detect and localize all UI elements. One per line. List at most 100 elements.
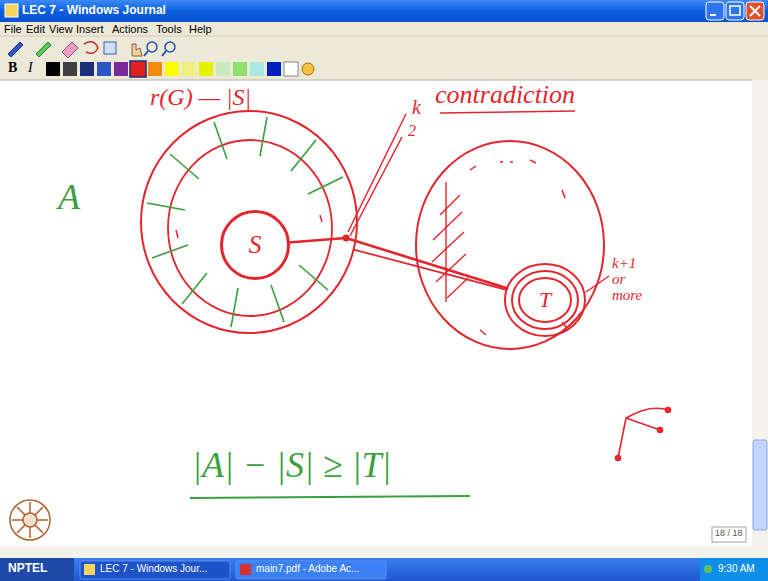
green-spokes (147, 117, 343, 327)
menu-item: Tools (156, 23, 182, 35)
start-area (0, 558, 74, 581)
taskbar-icon (84, 564, 95, 575)
lasso-icon (84, 42, 98, 54)
sketch-dot (658, 428, 663, 433)
outline-ellipse (512, 271, 578, 329)
color-swatch (267, 62, 281, 76)
dash-mark (320, 215, 322, 222)
dash-mark (530, 160, 536, 163)
menu-item: Help (189, 23, 212, 35)
zoom-icon (165, 42, 175, 52)
dash-mark (562, 190, 565, 198)
close-button (746, 2, 764, 20)
menu-item: Insert (76, 23, 104, 35)
bold-button: B (8, 60, 17, 75)
format-toolbar (0, 58, 768, 80)
logo-text: NPTEL (8, 562, 47, 575)
region-ellipse: r(G) — |S|S (140, 110, 358, 334)
spoke-line (170, 154, 199, 179)
highlighter-icon (36, 42, 51, 57)
app-icon (5, 4, 18, 17)
hand-icon (132, 44, 142, 56)
color-swatch (114, 62, 128, 76)
palette-icon (302, 63, 314, 75)
italic-button: I (28, 60, 33, 75)
spoke-line (182, 273, 207, 304)
clock: 9:30 AM (718, 563, 755, 574)
taskbar-button (236, 561, 386, 579)
count-label: 2 (408, 122, 416, 140)
dash-marks (176, 160, 567, 335)
menu-item: View (49, 23, 73, 35)
inequality: |A| − |S| ≥ |T| (192, 446, 391, 486)
system-tray (700, 558, 768, 581)
menu-item: Edit (26, 23, 45, 35)
node-outline (140, 110, 358, 334)
sketch-path (618, 408, 668, 458)
hatch-line (440, 195, 460, 215)
insert-icon (104, 42, 116, 54)
sketch-dot (616, 456, 621, 461)
toolbar-divider (0, 36, 768, 37)
color-swatch (130, 61, 146, 77)
vertical-scrollbar (752, 80, 768, 546)
connector-line (354, 250, 507, 290)
window-title: LEC 7 - Windows Journal (22, 4, 166, 17)
spoke-line (260, 117, 267, 156)
hatch-line (447, 278, 468, 298)
sketch-dot (666, 408, 671, 413)
outline-ellipse (222, 212, 289, 279)
zoom-icon (162, 51, 166, 56)
menu-item: Actions (112, 23, 148, 35)
color-swatch (46, 62, 60, 76)
dash-mark (176, 230, 178, 238)
spoke-line (308, 177, 343, 194)
inner-ring (168, 140, 332, 316)
color-swatch (148, 62, 162, 76)
nptel-logo (10, 500, 50, 540)
spoke-line (271, 285, 284, 322)
close-glyph (750, 6, 760, 16)
hatch-line (445, 182, 446, 302)
title-bar (0, 0, 768, 22)
page-number: 18 / 18 (715, 529, 743, 539)
zoom-icon (144, 51, 148, 56)
spoke-line (299, 265, 328, 290)
spoke-line (147, 203, 185, 210)
menu-bar (0, 22, 768, 36)
region-heading: r(G) — |S| (150, 84, 251, 110)
page-indicator (712, 527, 746, 542)
logo-center (23, 513, 37, 527)
maximize-button (726, 2, 744, 20)
maximize-glyph (730, 6, 740, 15)
spoke-line (231, 288, 238, 327)
color-palette (46, 61, 314, 77)
set-name: S (249, 231, 262, 260)
hatch-line (432, 232, 464, 262)
small-sketch (616, 408, 671, 461)
outline-ellipse (505, 264, 585, 336)
minimize-button (706, 2, 724, 20)
spoke-line (291, 140, 316, 171)
logo-spokes (12, 502, 48, 538)
eraser-icon (62, 42, 78, 58)
hatch-line (433, 212, 462, 240)
taskbar (0, 558, 768, 581)
dash-mark (510, 161, 513, 163)
taskbar-icon (240, 564, 251, 575)
underline (190, 496, 470, 498)
dash-mark (470, 166, 476, 170)
count-note: k+1 or more (612, 256, 652, 303)
taskbar-item: LEC 7 - Windows Jour... (100, 563, 207, 574)
canvas-border (0, 80, 752, 81)
outline-ellipse (141, 111, 357, 333)
set-circle: S (220, 210, 290, 280)
color-swatch (80, 62, 94, 76)
color-swatch (216, 62, 230, 76)
menu-item: File (4, 23, 22, 35)
spoke-line (152, 245, 188, 258)
set-circle: T (503, 262, 587, 338)
pen-icon (8, 42, 23, 57)
